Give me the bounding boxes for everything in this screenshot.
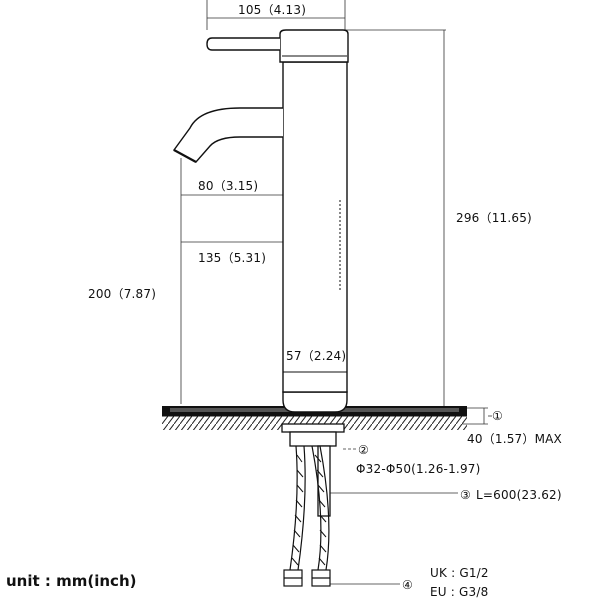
flexible-hoses [289, 445, 330, 571]
hose-fittings [283, 569, 331, 587]
faucet-body [172, 29, 349, 413]
marker-one: ① [492, 409, 503, 423]
hole-size-label: Φ32-Φ50(1.26-1.97) [356, 462, 481, 476]
marker-three: ③ [460, 488, 471, 502]
deck-thickness-label: 40（1.57）MAX [467, 432, 562, 446]
mounting-assembly [281, 423, 345, 517]
spout-height-label: 80（3.15) [198, 179, 258, 193]
unit-note: unit : mm(inch) [6, 572, 136, 590]
lever-gap-label: 135（5.31) [198, 251, 266, 265]
total-height-label: 296（11.65) [456, 211, 532, 225]
thread-uk-label: UK : G1/2 [430, 566, 489, 580]
marker-two: ② [358, 443, 369, 457]
body-diameter-label: 57（2.24) [286, 349, 346, 363]
height-under-spout-label: 200（7.87) [88, 287, 156, 301]
spout-reach-label: 105（4.13) [238, 3, 306, 17]
thread-eu-label: EU : G3/8 [430, 585, 488, 599]
hose-length-label: L=600(23.62) [476, 488, 562, 502]
marker-four: ④ [402, 578, 413, 592]
